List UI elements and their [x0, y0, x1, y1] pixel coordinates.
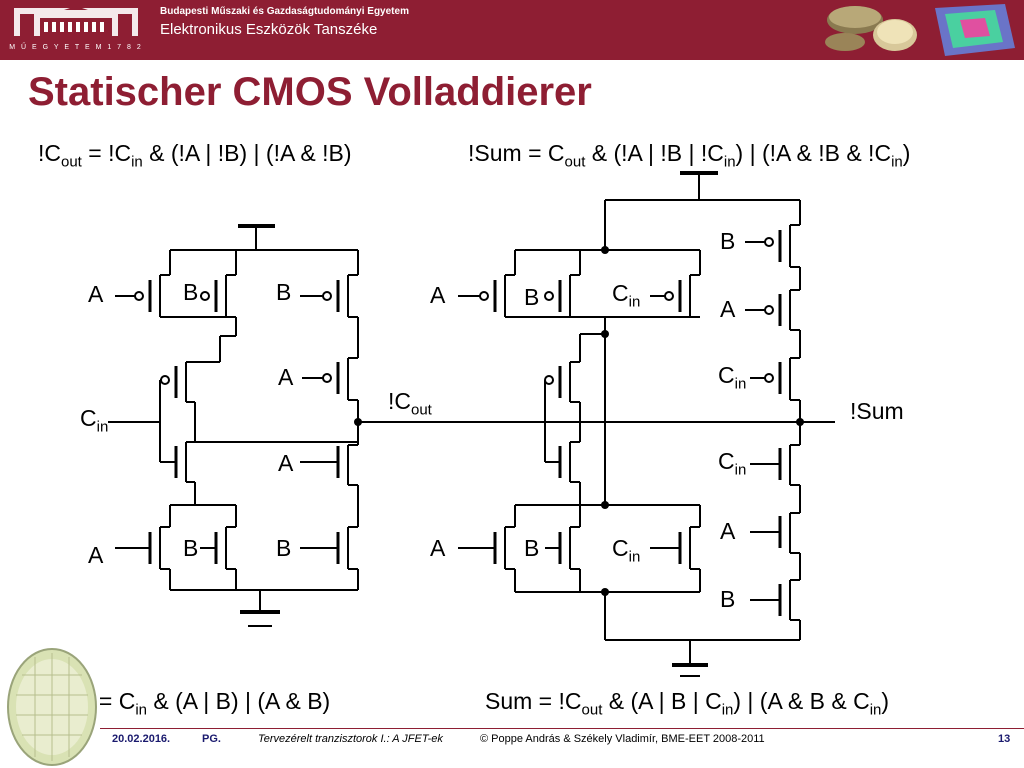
equation-sum-inverted: !Sum = Cout & (!A | !B | !Cin) | (!A & !…	[468, 140, 911, 171]
label-a-n2: A	[278, 450, 294, 476]
label-a-p2: A	[278, 364, 294, 390]
footer-course: Tervezérelt tranzisztorok I.: A JFET-ek	[258, 733, 443, 745]
equation-sum: Sum = !Cout & (A | B | Cin) | (A & B & C…	[485, 688, 890, 719]
label-a-p1: A	[88, 281, 104, 307]
footer-rule	[100, 728, 1024, 729]
chip-images	[825, 4, 1015, 56]
label-cout-node: !Cout	[388, 388, 432, 419]
footer-date: 20.02.2016.	[112, 733, 171, 745]
label-b-sum-n2: B	[720, 586, 736, 612]
label-cin-sum-n1: Cin	[612, 535, 641, 566]
label-cin-sum-p1: Cin	[612, 280, 641, 311]
label-a-sum-p2: A	[720, 296, 736, 322]
label-b-p1: B	[183, 279, 199, 305]
label-b-n2: B	[276, 535, 292, 561]
label-cin-sum-n2: Cin	[718, 448, 747, 479]
label-b-n1: B	[183, 535, 199, 561]
label-b-sum-p1: B	[524, 284, 540, 310]
equation-cout-inverted: !Cout = !Cin & (!A | !B) | (!A & !B)	[38, 140, 352, 171]
department-name: Elektronikus Eszközök Tanszéke	[160, 21, 378, 38]
label-b-sum-p2: B	[720, 228, 736, 254]
label-cin-sum-p2: Cin	[718, 362, 747, 393]
footer-credits: © Poppe András & Székely Vladimír, BME-E…	[480, 733, 765, 745]
logo-text: M Ű E G Y E T E M 1 7 8 2	[9, 42, 143, 51]
header-bar: M Ű E G Y E T E M 1 7 8 2 Budapesti Műsz…	[0, 0, 1024, 60]
footer-page-number: 13	[998, 733, 1011, 745]
footer: 20.02.2016. PG. Tervezérelt tranzisztoro…	[0, 728, 1024, 768]
label-b-sum-n1: B	[524, 535, 540, 561]
footer-initials: PG.	[202, 733, 221, 745]
label-a-sum-n2: A	[720, 518, 736, 544]
label-sum-node: !Sum	[850, 398, 904, 424]
wafer-image	[7, 648, 97, 766]
label-a-sum-p1: A	[430, 282, 446, 308]
label-a-n1: A	[88, 542, 104, 568]
label-cin-left: Cin	[80, 405, 109, 436]
university-logo: M Ű E G Y E T E M 1 7 8 2	[9, 6, 143, 51]
page-title: Statischer CMOS Volladdierer	[28, 70, 592, 114]
university-name: Budapesti Műszaki és Gazdaságtudományi E…	[160, 6, 409, 17]
label-b-p2: B	[276, 279, 292, 305]
label-a-sum-n1: A	[430, 535, 446, 561]
